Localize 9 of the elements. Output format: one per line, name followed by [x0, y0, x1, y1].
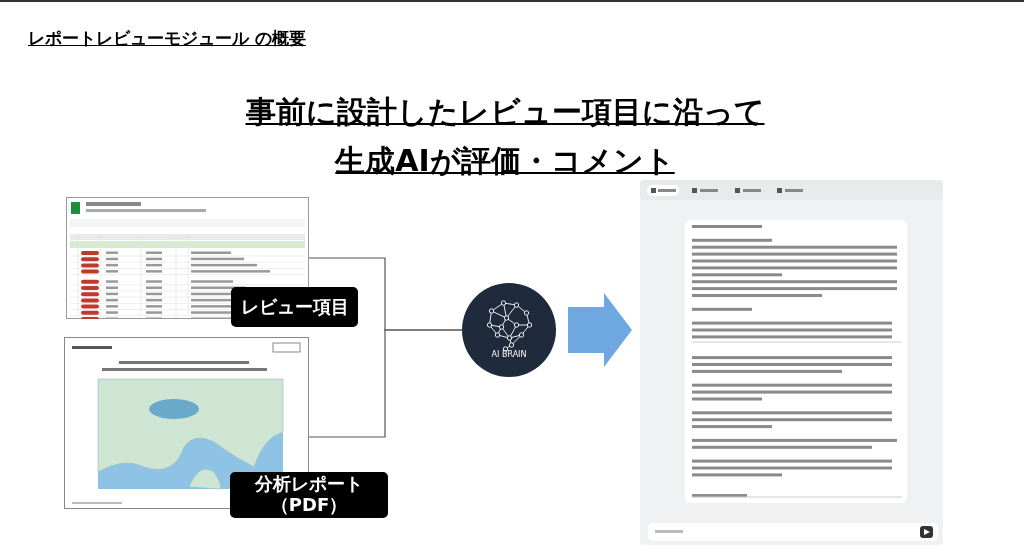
- connector-line: [308, 329, 463, 438]
- headline-text: 生成AIが評価・コメント: [335, 143, 675, 178]
- label-box: レビュー項目: [231, 287, 358, 327]
- label-box: 分析レポート（PDF）: [230, 472, 388, 518]
- chat-screenshot-drawing: [640, 180, 943, 545]
- page-title: レポートレビューモジュール の概要: [28, 27, 306, 50]
- headline-text: 事前に設計したレビュー項目に沿って: [245, 94, 765, 129]
- circle-label: AI BRAIN: [491, 350, 527, 359]
- block-arrow: [568, 293, 632, 367]
